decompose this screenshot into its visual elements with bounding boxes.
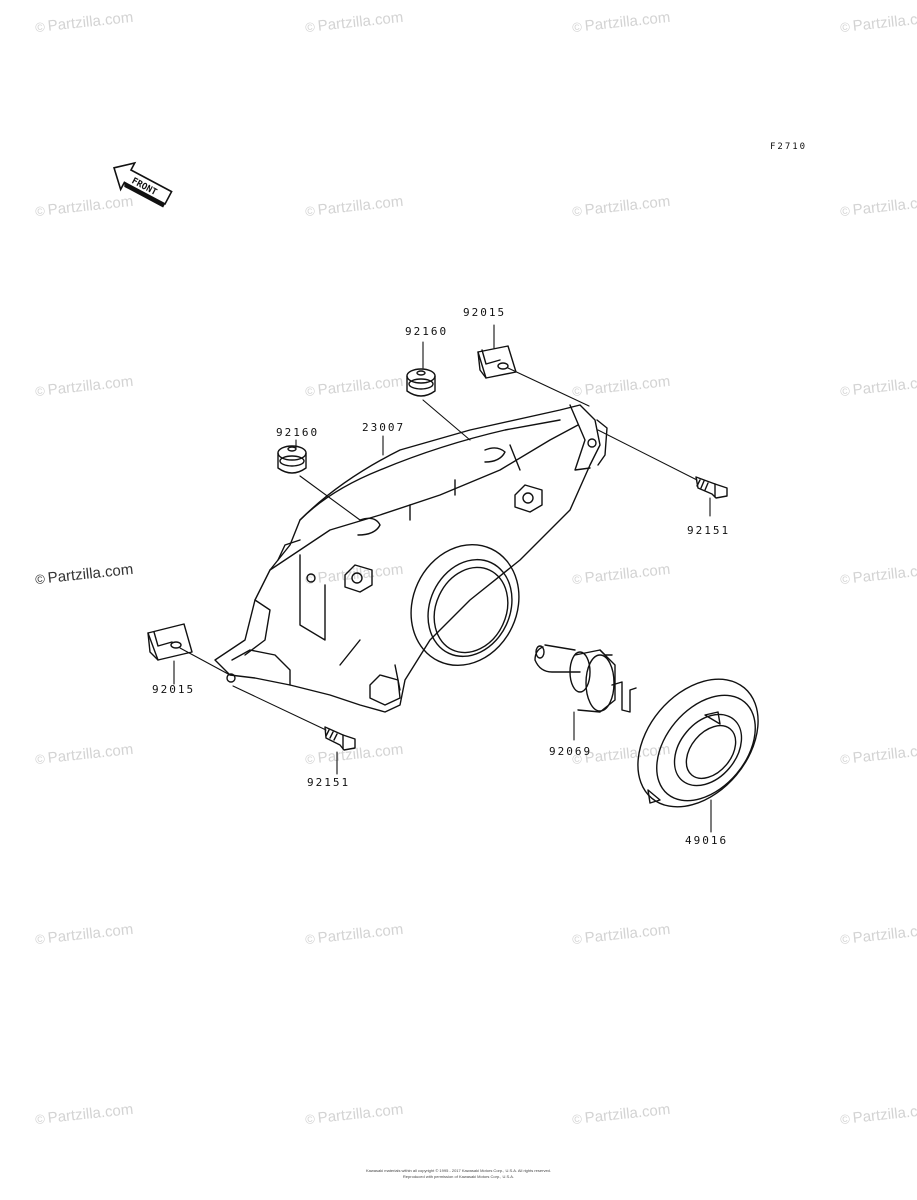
part-label-92069: 92069 bbox=[549, 745, 593, 758]
leader-lines bbox=[173, 324, 712, 833]
grommet-left bbox=[277, 445, 307, 474]
nut-clip-left bbox=[147, 623, 193, 661]
grommet-top bbox=[406, 368, 436, 397]
copyright-footer-line2: Reproduced with permission of Kawasaki M… bbox=[402, 1174, 515, 1179]
headlight-housing bbox=[214, 404, 608, 713]
copyright-footer-line1: Kawasaki materials within all copyright … bbox=[365, 1168, 552, 1173]
part-label-49016: 49016 bbox=[685, 834, 729, 847]
bolt-right bbox=[695, 476, 728, 499]
bolt-bottom bbox=[324, 726, 356, 751]
figure-code: F2710 bbox=[770, 142, 808, 152]
part-label-92015-top: 92015 bbox=[463, 306, 507, 319]
bulb bbox=[534, 644, 637, 713]
part-label-92160-top: 92160 bbox=[405, 325, 449, 338]
part-label-92151-right: 92151 bbox=[687, 524, 731, 537]
nut-clip-top bbox=[477, 345, 517, 379]
front-arrow-icon: FRONT bbox=[113, 161, 173, 208]
part-label-23007: 23007 bbox=[362, 421, 406, 434]
part-label-92160-left: 92160 bbox=[276, 426, 320, 439]
part-label-92151-bottom: 92151 bbox=[307, 776, 351, 789]
rubber-cap bbox=[637, 678, 759, 808]
part-label-92015-left: 92015 bbox=[152, 683, 196, 696]
